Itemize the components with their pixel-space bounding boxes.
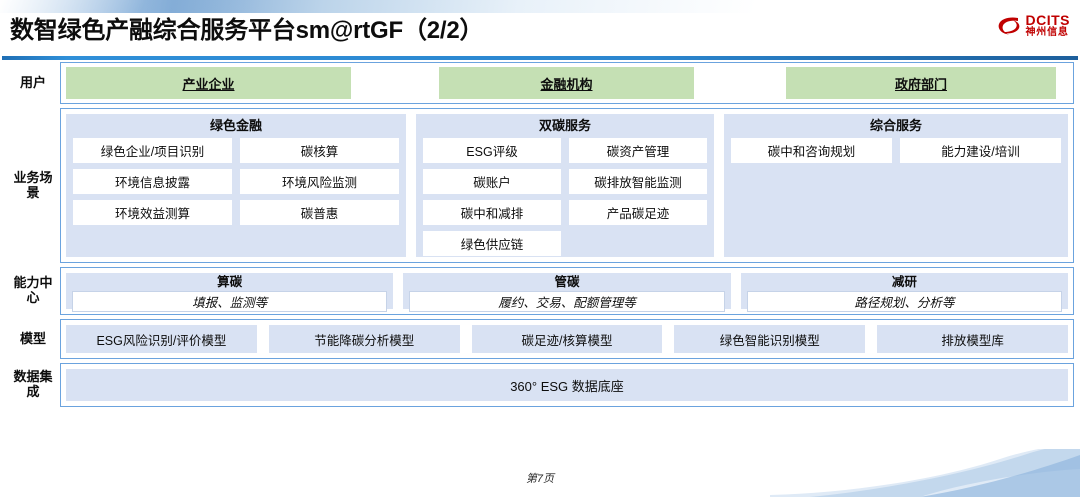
- user-box-industry[interactable]: 产业企业: [66, 67, 351, 99]
- row-body-data-integration: 360° ESG 数据底座: [60, 363, 1074, 407]
- tile-carbon-accounting[interactable]: 碳核算: [240, 138, 399, 164]
- user-box-government-label: 政府部门: [894, 76, 947, 92]
- slide-header: 数智绿色产融综合服务平台sm@rtGF（2/2） DCITS 神州信息: [0, 6, 1080, 60]
- logo-cn-text: 神州信息: [1025, 27, 1069, 38]
- model-chip-energy-saving[interactable]: 节能降碳分析模型: [268, 325, 460, 353]
- row-body-user: 产业企业 金融机构 政府部门: [60, 62, 1074, 104]
- row-user: 用户 产业企业 金融机构 政府部门: [6, 62, 1074, 104]
- tile-emission-smart-monitor[interactable]: 碳排放智能监测: [569, 169, 707, 195]
- title-divider: [2, 56, 1078, 60]
- tile-product-carbon-footprint[interactable]: 产品碳足迹: [569, 200, 707, 226]
- tile-capacity-training[interactable]: 能力建设/培训: [900, 138, 1061, 164]
- panel-comprehensive-service: 综合服务 碳中和咨询规划 能力建设/培训: [724, 114, 1068, 257]
- brand-logo: DCITS 神州信息: [996, 13, 1071, 38]
- cap-col-carbon-reduction-title: 减研: [891, 275, 917, 289]
- panel-comprehensive-service-items: 碳中和咨询规划 能力建设/培训: [731, 138, 1061, 164]
- model-chip-carbon-footprint[interactable]: 碳足迹/核算模型: [471, 325, 663, 353]
- row-label-scenario: 业务场景: [13, 169, 53, 200]
- panel-green-finance: 绿色金融 绿色企业/项目识别 碳核算 环境信息披露 环境风险监测 环境效益测算 …: [66, 114, 406, 257]
- panel-dual-carbon: 双碳服务 ESG评级 碳资产管理 碳账户 碳排放智能监测 碳中和减排 产品碳足迹…: [416, 114, 714, 257]
- row-data-integration: 数据集成 360° ESG 数据底座: [6, 363, 1074, 407]
- dcits-swoosh-icon: [998, 17, 1019, 34]
- user-box-industry-label: 产业企业: [182, 76, 235, 92]
- model-chip-emission-library[interactable]: 排放模型库: [877, 325, 1068, 353]
- model-chip-green-smart-id[interactable]: 绿色智能识别模型: [674, 325, 866, 353]
- user-box-financial-label: 金融机构: [540, 76, 593, 92]
- cap-col-carbon-mgmt-subtitle: 履约、交易、配额管理等: [409, 290, 725, 312]
- tile-carbon-asset-mgmt[interactable]: 碳资产管理: [569, 138, 707, 164]
- cap-col-carbon-reduction[interactable]: 减研 路径规划、分析等: [740, 273, 1068, 312]
- row-label-data-integration: 数据集成: [13, 369, 53, 399]
- cap-col-carbon-reduction-subtitle: 路径规划、分析等: [746, 290, 1062, 312]
- cap-col-carbon-mgmt-title: 管碳: [554, 275, 580, 289]
- logo-en-text: DCITS: [1025, 12, 1070, 28]
- panel-green-finance-title: 绿色金融: [209, 118, 262, 133]
- model-chip-esg-risk[interactable]: ESG风险识别/评价模型: [66, 325, 257, 353]
- tile-green-enterprise-id[interactable]: 绿色企业/项目识别: [73, 138, 232, 164]
- data-base-bar[interactable]: 360° ESG 数据底座: [66, 369, 1068, 401]
- page-footer: 第7页: [525, 473, 555, 485]
- architecture-grid: 用户 产业企业 金融机构 政府部门 业务场景 绿色金融 绿色企业/项目识别 碳核…: [6, 62, 1074, 411]
- user-box-financial[interactable]: 金融机构: [439, 67, 694, 99]
- user-box-government[interactable]: 政府部门: [786, 67, 1056, 99]
- tile-carbon-neutral-reduction[interactable]: 碳中和减排: [423, 200, 561, 226]
- panel-green-finance-items: 绿色企业/项目识别 碳核算 环境信息披露 环境风险监测 环境效益测算 碳普惠: [73, 138, 399, 226]
- row-scenario: 业务场景 绿色金融 绿色企业/项目识别 碳核算 环境信息披露 环境风险监测 环境…: [6, 108, 1074, 263]
- cap-col-carbon-mgmt[interactable]: 管碳 履约、交易、配额管理等: [403, 273, 731, 312]
- panel-comprehensive-service-title: 综合服务: [869, 118, 922, 133]
- user-gap-1: [351, 67, 439, 99]
- user-track: 产业企业 金融机构 政府部门: [66, 67, 1068, 99]
- row-label-capability: 能力中心: [13, 275, 53, 305]
- row-body-capability: 算碳 填报、监测等 管碳 履约、交易、配额管理等 减研 路径规划、分析等: [60, 267, 1074, 315]
- user-gap-2: [694, 67, 786, 99]
- tile-carbon-inclusive[interactable]: 碳普惠: [240, 200, 399, 226]
- tile-env-disclosure[interactable]: 环境信息披露: [73, 169, 232, 195]
- row-model: 模型 ESG风险识别/评价模型 节能降碳分析模型 碳足迹/核算模型 绿色智能识别…: [6, 319, 1074, 359]
- row-capability: 能力中心 算碳 填报、监测等 管碳 履约、交易、配额管理等 减研 路径规划、分析…: [6, 267, 1074, 315]
- cap-col-carbon-calc[interactable]: 算碳 填报、监测等: [66, 273, 394, 312]
- cap-col-carbon-calc-title: 算碳: [217, 275, 243, 289]
- page-title: 数智绿色产融综合服务平台sm@rtGF（2/2）: [10, 17, 484, 44]
- tile-carbon-account[interactable]: 碳账户: [423, 169, 561, 195]
- tile-env-risk-monitor[interactable]: 环境风险监测: [240, 169, 399, 195]
- tile-green-supply-chain[interactable]: 绿色供应链: [423, 231, 561, 257]
- tile-esg-rating[interactable]: ESG评级: [423, 138, 561, 164]
- row-body-model: ESG风险识别/评价模型 节能降碳分析模型 碳足迹/核算模型 绿色智能识别模型 …: [60, 319, 1074, 359]
- row-label-user: 用户: [19, 74, 46, 90]
- logo-text-block: DCITS 神州信息: [1026, 13, 1071, 38]
- row-body-scenario: 绿色金融 绿色企业/项目识别 碳核算 环境信息披露 环境风险监测 环境效益测算 …: [60, 108, 1074, 263]
- cap-col-carbon-calc-subtitle: 填报、监测等: [72, 290, 388, 312]
- row-label-model: 模型: [19, 330, 46, 346]
- tile-carbon-consulting[interactable]: 碳中和咨询规划: [731, 138, 892, 164]
- tile-env-benefit-calc[interactable]: 环境效益测算: [73, 200, 232, 226]
- panel-dual-carbon-title: 双碳服务: [538, 118, 591, 133]
- panel-dual-carbon-items: ESG评级 碳资产管理 碳账户 碳排放智能监测 碳中和减排 产品碳足迹 绿色供应…: [423, 138, 707, 257]
